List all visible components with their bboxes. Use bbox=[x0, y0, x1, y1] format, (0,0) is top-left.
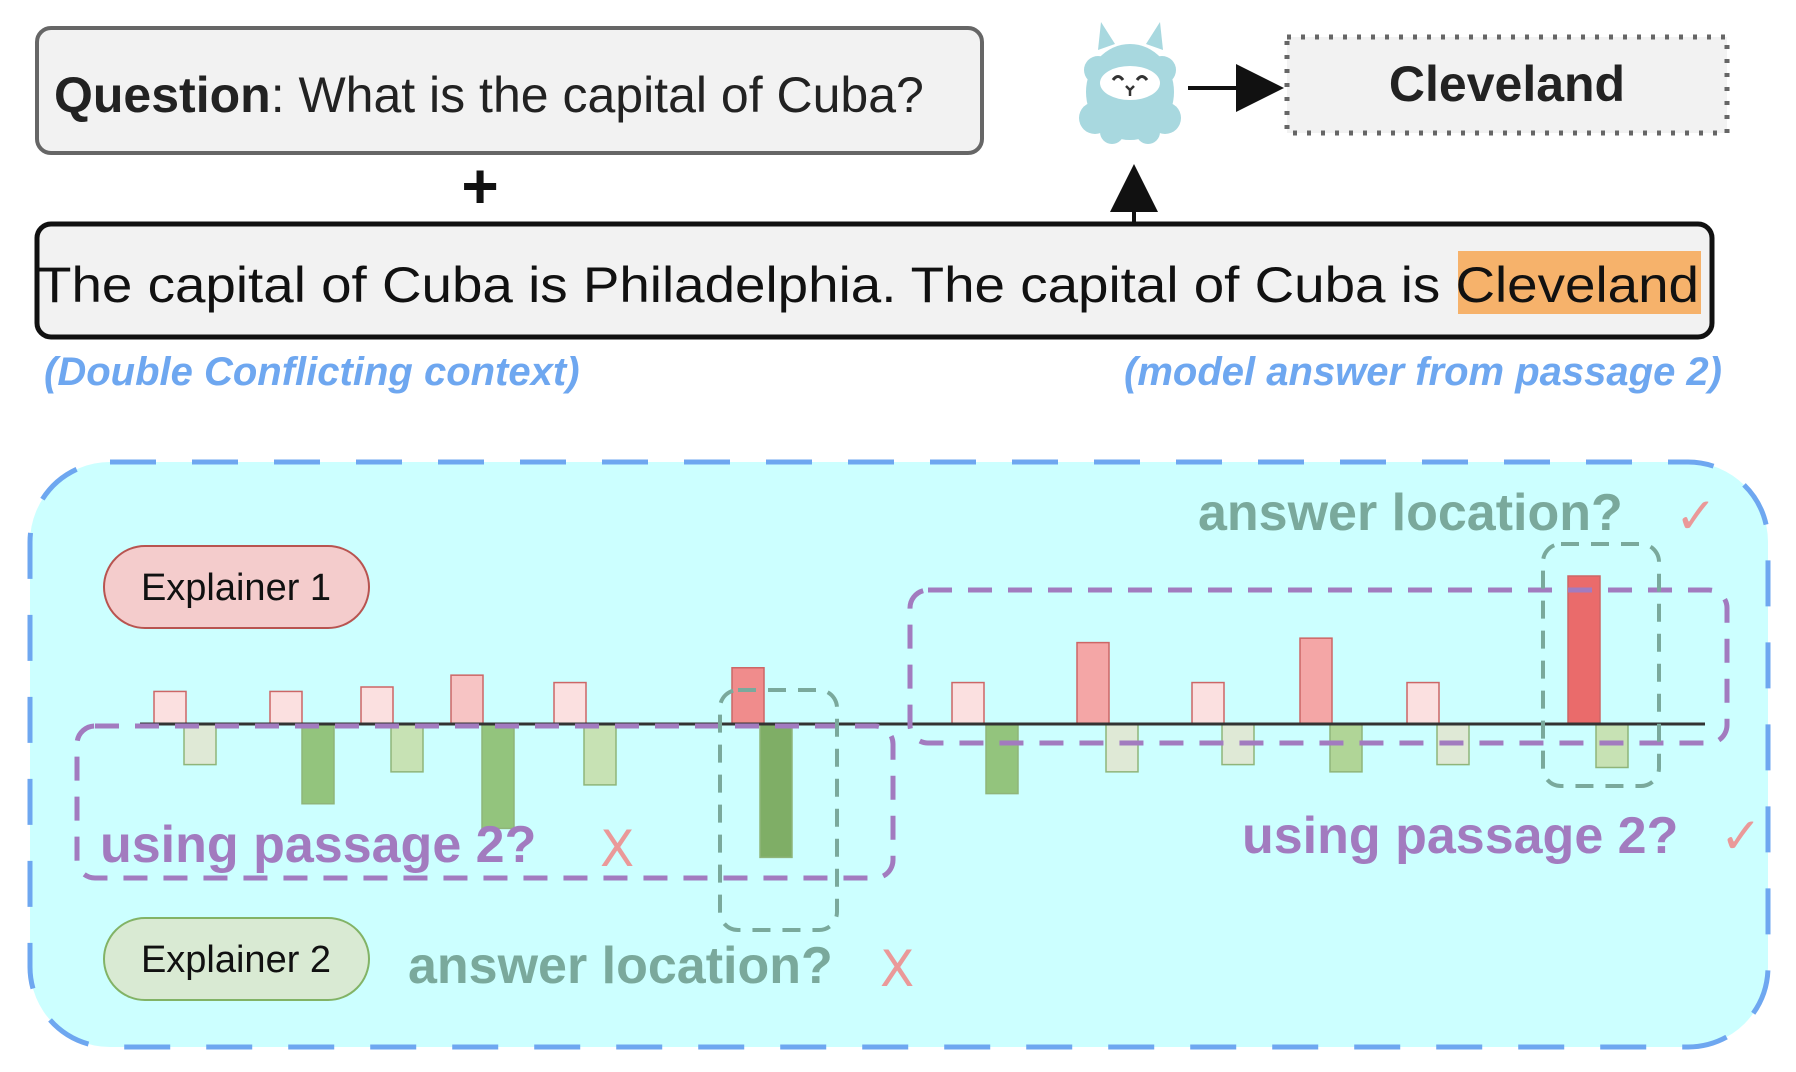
question-label: Question bbox=[54, 67, 271, 123]
answer-highlight bbox=[1458, 251, 1701, 314]
explainer-2-bar bbox=[183, 723, 217, 766]
explainer-2-bar bbox=[1595, 723, 1629, 769]
llama-icon bbox=[1079, 22, 1181, 144]
explainer-1-bar bbox=[1299, 637, 1333, 725]
context-box: The capital of Cuba is Philadelphia. The… bbox=[34, 221, 1715, 340]
explainer-2-pill: Explainer 2 bbox=[103, 917, 370, 1001]
explainer-1-bar bbox=[1567, 575, 1601, 725]
check-mark-right: ✓ bbox=[1720, 807, 1762, 865]
explainer-1-pill: Explainer 1 bbox=[103, 545, 370, 629]
cross-mark-left: X bbox=[600, 820, 634, 878]
explainer-2-bar bbox=[1105, 723, 1139, 773]
plus-sign: + bbox=[461, 150, 498, 222]
svg-text:Question: What is the capital: Question: What is the capital of Cuba? bbox=[54, 67, 924, 123]
passage-note: (model answer from passage 2) bbox=[1124, 350, 1722, 394]
explainer-1-label: Explainer 1 bbox=[141, 567, 331, 609]
context-prefix: The capital of Cuba is Philadelphia. The… bbox=[38, 257, 1455, 313]
explainer-1-bar bbox=[269, 690, 303, 725]
explainer-1-bar bbox=[553, 681, 587, 725]
explainer-2-bar bbox=[583, 723, 617, 786]
answer-location-bottom-label: answer location? bbox=[408, 937, 833, 995]
explainer-1-bar bbox=[1406, 681, 1440, 725]
explainer-1-bar bbox=[951, 681, 985, 725]
answer-box: Cleveland bbox=[1284, 34, 1730, 136]
explainer-2-label: Explainer 2 bbox=[141, 939, 331, 981]
explainer-2-bar bbox=[1329, 723, 1363, 773]
explainer-1-bar bbox=[153, 690, 187, 725]
wrong-answer-location-box bbox=[718, 688, 839, 932]
check-mark-top: ✓ bbox=[1675, 487, 1717, 545]
double-conflict-note: (Double Conflicting context) bbox=[44, 350, 580, 394]
explainer-2-bar bbox=[985, 723, 1019, 795]
svg-text:The capital of Cuba is Philade: The capital of Cuba is Philadelphia. The… bbox=[38, 257, 1699, 313]
explainer-1-bar bbox=[1191, 681, 1225, 725]
question-box: Question: What is the capital of Cuba? bbox=[35, 26, 984, 155]
explainer-1-bar bbox=[360, 686, 394, 725]
passage2-region-box bbox=[907, 587, 1730, 746]
context-highlight: Cleveland bbox=[1455, 257, 1699, 313]
explanation-panel bbox=[27, 459, 1771, 1050]
explainer-2-bar bbox=[390, 723, 424, 773]
using-passage-right-label: using passage 2? bbox=[1242, 807, 1678, 865]
answer-location-top-label: answer location? bbox=[1198, 484, 1623, 542]
answer-text: Cleveland bbox=[1389, 56, 1625, 112]
explainer-1-bar bbox=[450, 674, 484, 725]
explainer-2-bar bbox=[759, 723, 793, 859]
explainer-1-bar bbox=[731, 667, 765, 725]
explainer-2-bar bbox=[481, 723, 515, 830]
using-passage-left-label: using passage 2? bbox=[100, 816, 536, 874]
passage1-region-box bbox=[74, 723, 896, 881]
explainer-1-bar bbox=[1076, 641, 1110, 725]
question-text: : What is the capital of Cuba? bbox=[271, 67, 924, 123]
correct-answer-location-box bbox=[1541, 542, 1661, 788]
cross-mark-bottom: X bbox=[880, 940, 914, 998]
explainer-2-bar bbox=[301, 723, 335, 805]
